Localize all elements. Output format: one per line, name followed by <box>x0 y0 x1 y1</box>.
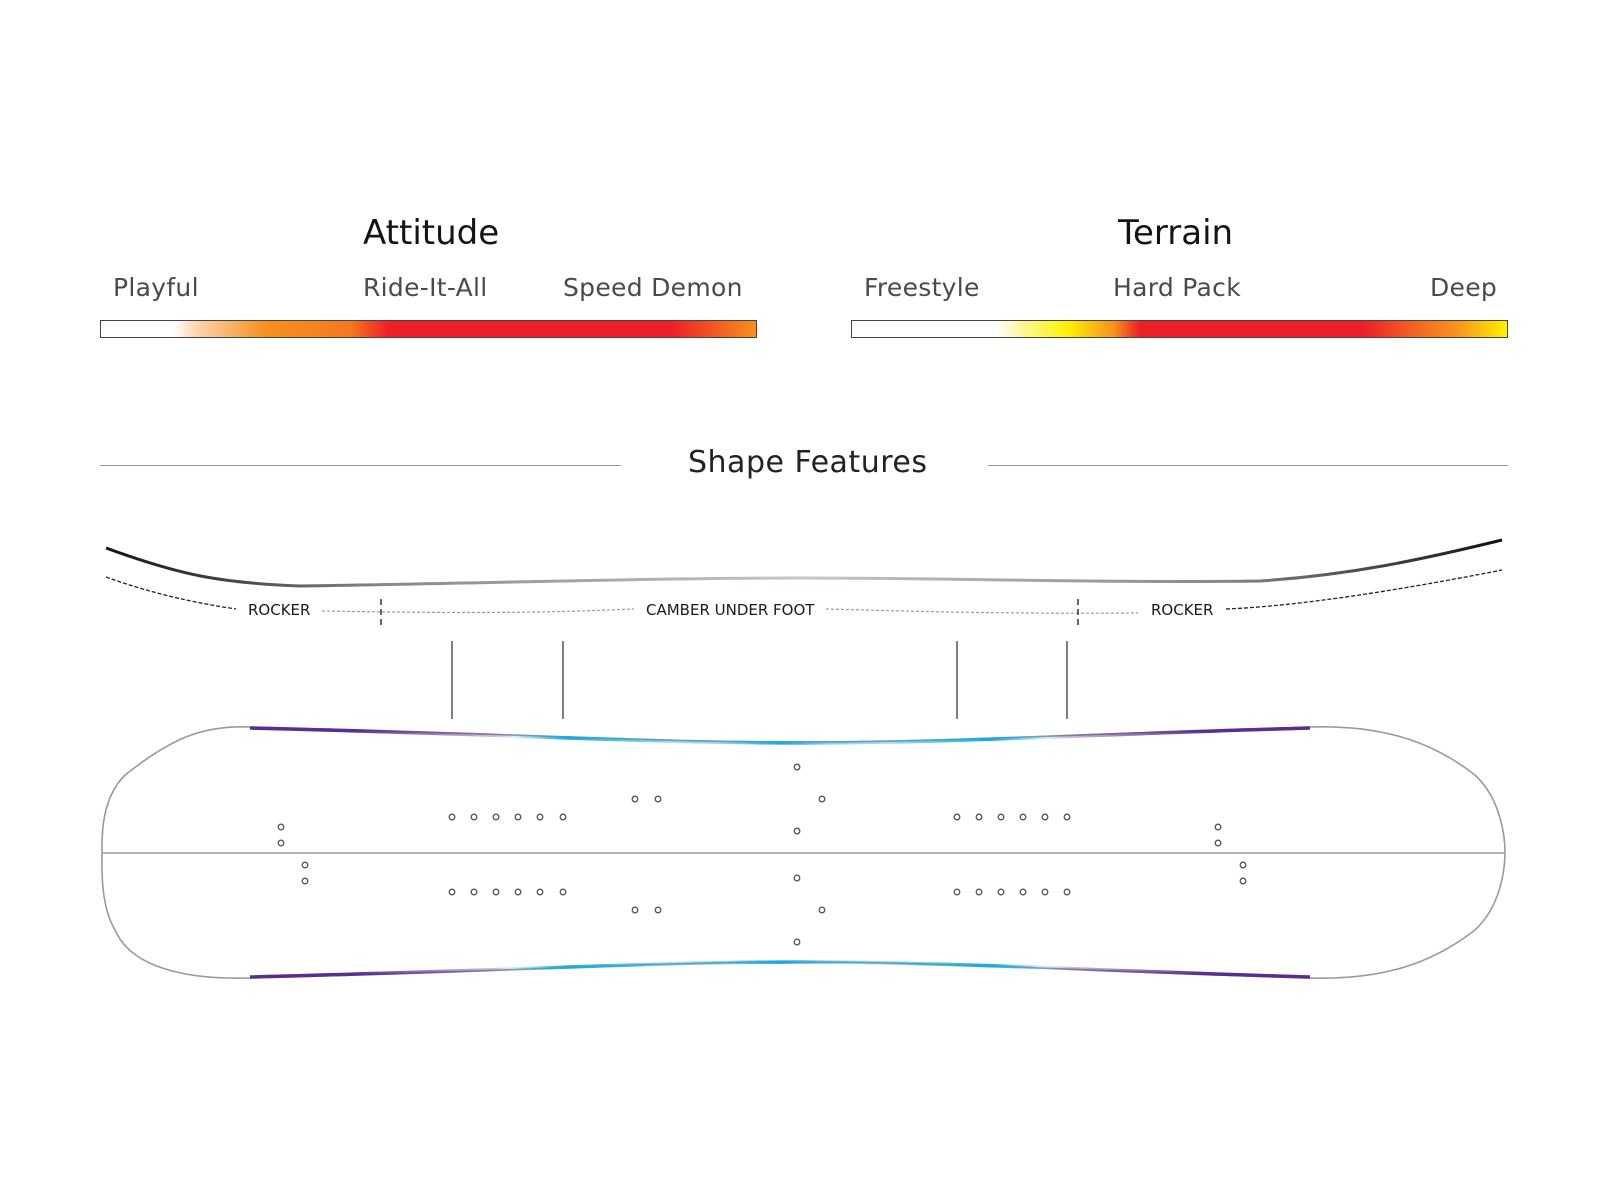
attitude-gradient-bar <box>100 320 757 338</box>
insert-hole <box>1239 877 1247 885</box>
insert-hole <box>793 827 801 835</box>
insert-hole <box>793 763 801 771</box>
insert-hole <box>277 823 285 831</box>
insert-holes <box>277 763 1247 946</box>
profile-label-rocker-right: ROCKER <box>1151 601 1213 619</box>
sidecut-top-edge <box>249 726 1311 745</box>
profile-label-rocker-left: ROCKER <box>248 601 310 619</box>
insert-hole <box>448 813 456 821</box>
insert-hole <box>514 888 522 896</box>
insert-hole <box>654 795 662 803</box>
insert-hole <box>1041 813 1049 821</box>
insert-hole <box>536 813 544 821</box>
insert-hole <box>1214 823 1222 831</box>
section-rule-left <box>100 465 621 466</box>
attitude-label-playful: Playful <box>113 273 199 302</box>
insert-hole <box>975 813 983 821</box>
board-profile-curve <box>105 538 1503 588</box>
insert-hole <box>953 813 961 821</box>
insert-hole <box>654 906 662 914</box>
insert-hole <box>492 888 500 896</box>
insert-hole <box>1019 888 1027 896</box>
insert-hole <box>818 795 826 803</box>
insert-hole <box>448 888 456 896</box>
terrain-label-hard-pack: Hard Pack <box>1113 273 1241 302</box>
insert-hole <box>1063 813 1071 821</box>
insert-hole <box>559 888 567 896</box>
terrain-label-deep: Deep <box>1430 273 1498 302</box>
insert-hole <box>559 813 567 821</box>
insert-hole <box>793 938 801 946</box>
camber-line <box>321 608 1139 614</box>
insert-hole <box>631 906 639 914</box>
insert-hole <box>1019 813 1027 821</box>
insert-hole <box>470 888 478 896</box>
insert-hole <box>277 839 285 847</box>
insert-hole <box>470 813 478 821</box>
terrain-gradient-bar <box>851 320 1508 338</box>
insert-hole <box>514 813 522 821</box>
insert-hole <box>1063 888 1071 896</box>
insert-hole <box>997 813 1005 821</box>
insert-hole <box>301 861 309 869</box>
insert-hole <box>793 874 801 882</box>
insert-hole <box>631 795 639 803</box>
insert-hole <box>953 888 961 896</box>
terrain-label-freestyle: Freestyle <box>864 273 980 302</box>
insert-hole <box>1214 839 1222 847</box>
shape-features-title: Shape Features <box>688 445 928 480</box>
insert-hole <box>1041 888 1049 896</box>
sidecut-bottom-edge <box>249 960 1311 979</box>
insert-hole <box>818 906 826 914</box>
insert-hole <box>975 888 983 896</box>
attitude-label-ride-it-all: Ride-It-All <box>363 273 488 302</box>
insert-hole <box>301 877 309 885</box>
rocker-line-right <box>1225 569 1503 610</box>
attitude-label-speed-demon: Speed Demon <box>563 273 743 302</box>
insert-hole <box>1239 861 1247 869</box>
profile-label-camber: CAMBER UNDER FOOT <box>646 601 815 619</box>
terrain-title: Terrain <box>1118 213 1234 253</box>
insert-hole <box>997 888 1005 896</box>
section-rule-right <box>988 465 1508 466</box>
rocker-line-left <box>105 576 237 610</box>
insert-hole <box>536 888 544 896</box>
attitude-title: Attitude <box>363 213 500 253</box>
insert-hole <box>492 813 500 821</box>
